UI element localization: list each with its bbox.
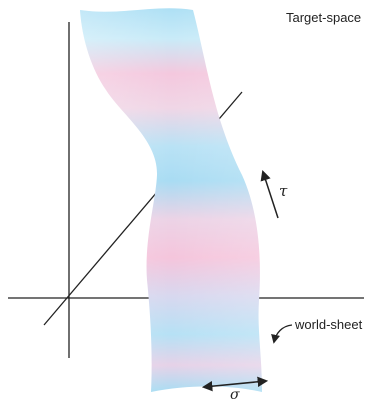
world-sheet-label: world-sheet [294,317,363,332]
sigma-arrow-icon [201,376,269,392]
target-space-label: Target-space [286,10,361,25]
tau-arrow-icon [260,170,279,219]
world-sheet-shade [80,8,262,393]
world-sheet-pointer [271,324,293,344]
tau-label: τ [279,182,288,200]
sigma-label: σ [230,387,240,400]
